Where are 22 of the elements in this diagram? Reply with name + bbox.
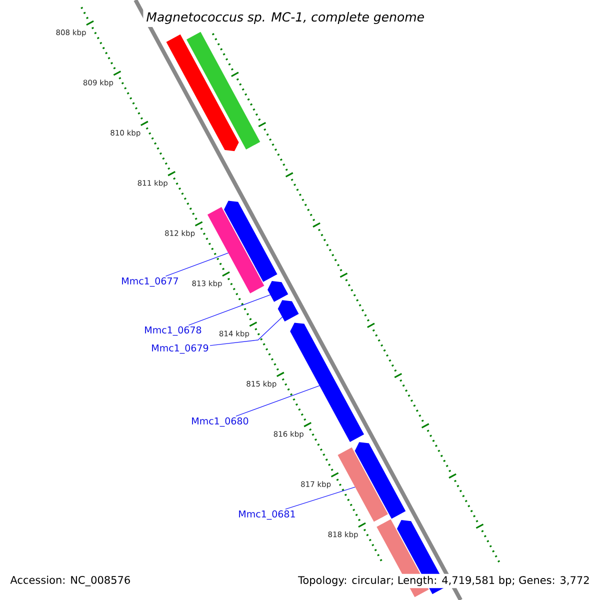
gene-bar bbox=[224, 200, 278, 282]
gene-bar bbox=[354, 442, 406, 519]
leader-line bbox=[285, 486, 356, 510]
gene-label: Mmc1_0679 bbox=[152, 344, 208, 354]
gene-bar bbox=[268, 281, 288, 302]
accession-text: Accession: NC_008576 bbox=[8, 574, 133, 588]
gene-label: Mmc1_0680 bbox=[192, 417, 248, 427]
gene-bar bbox=[186, 32, 260, 150]
gene-label: Mmc1_0681 bbox=[239, 510, 295, 520]
gene-bar bbox=[290, 322, 364, 442]
gene-bar bbox=[207, 206, 264, 294]
leader-line bbox=[165, 252, 229, 276]
genome-info-text: Topology: circular; Length: 4,719,581 bp; Genes: 3,772 bbox=[296, 574, 592, 588]
gene-bar bbox=[338, 447, 388, 522]
leader-line bbox=[188, 294, 271, 326]
gene-label: Mmc1_0677 bbox=[122, 277, 178, 287]
title: Magnetococcus sp. MC-1, complete genome bbox=[143, 8, 428, 28]
gene-bar bbox=[166, 34, 239, 152]
gene-bar bbox=[278, 300, 299, 322]
leader-line bbox=[236, 385, 320, 416]
gene-label: Mmc1_0678 bbox=[145, 326, 202, 336]
leader-line bbox=[210, 316, 283, 346]
